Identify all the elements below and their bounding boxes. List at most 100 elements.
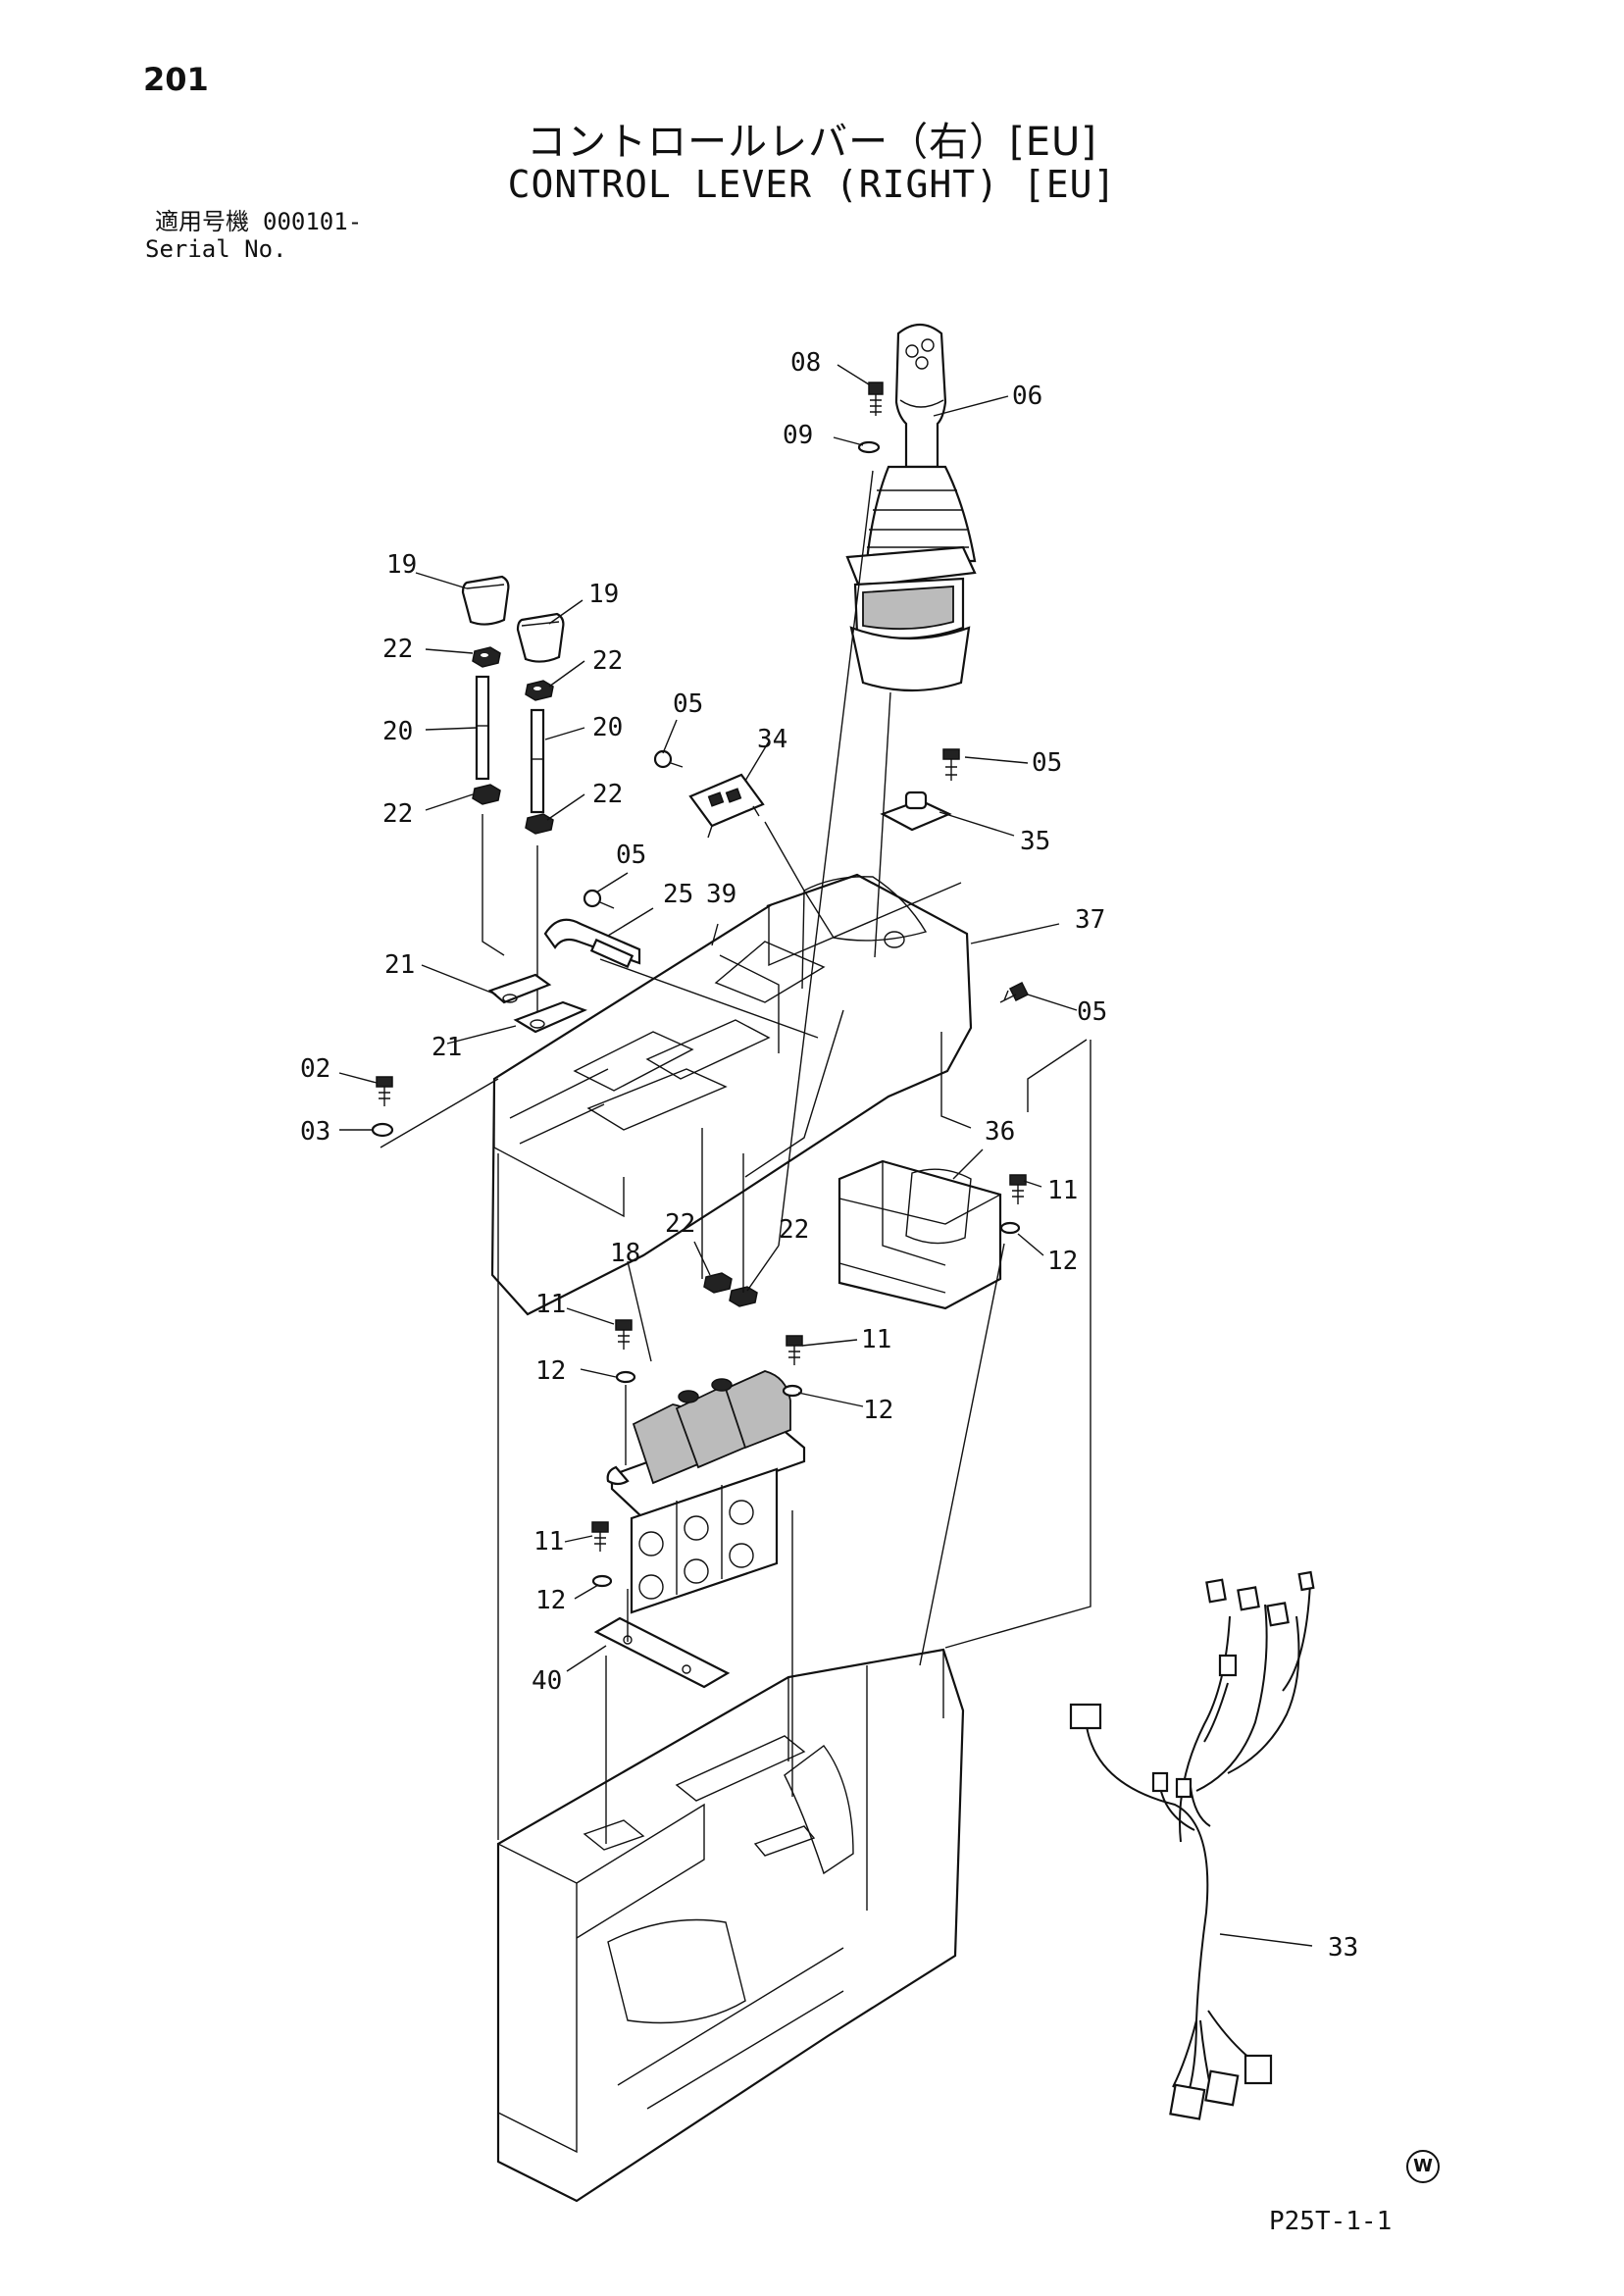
switch-35	[880, 791, 952, 832]
bolt-11-c	[786, 1335, 803, 1365]
callout-19-right: 19	[588, 580, 619, 609]
wire-harness-33	[1069, 1570, 1315, 2120]
nut-22-b	[525, 680, 554, 701]
connector-d	[1297, 1570, 1315, 1592]
connector-i	[1169, 2083, 1206, 2120]
screw-05-d	[999, 981, 1030, 1003]
callout-05-d: 05	[1077, 997, 1107, 1027]
washer-12-d	[591, 1574, 613, 1588]
mount-36	[837, 1159, 1002, 1310]
nut-22-f	[729, 1286, 758, 1307]
washer-09	[857, 440, 881, 454]
page-number: 201	[143, 61, 209, 98]
callout-09: 09	[783, 421, 813, 450]
callout-36: 36	[985, 1117, 1015, 1147]
connector-f	[1069, 1703, 1102, 1730]
callout-25: 25	[663, 880, 693, 909]
callout-08: 08	[790, 348, 821, 378]
callout-18: 18	[610, 1239, 640, 1268]
callout-22-a: 22	[382, 635, 413, 664]
drawing-code: P25T-1-1	[1269, 2207, 1393, 2236]
assembly-lines	[380, 470, 1091, 1844]
screw-05-b	[942, 748, 960, 781]
connector-k	[1243, 2054, 1273, 2085]
serial-value: 000101-	[263, 208, 363, 235]
washer-12-c	[782, 1384, 803, 1398]
callout-20-right: 20	[592, 713, 623, 742]
callout-06: 06	[1012, 382, 1042, 411]
serial-block: 適用号機 000101- Serial No.	[145, 208, 362, 263]
callout-20-left: 20	[382, 717, 413, 746]
nut-22-d	[525, 813, 554, 835]
bracket-21-a	[487, 973, 552, 1004]
base-frame	[496, 1648, 965, 2203]
bracket-21-b	[513, 1000, 587, 1034]
washer-12-b	[615, 1370, 636, 1384]
title-english: CONTROL LEVER (RIGHT) [EU]	[507, 163, 1117, 206]
callout-22-d: 22	[592, 780, 623, 809]
plate-40	[593, 1616, 731, 1689]
rod-20-left	[475, 675, 490, 781]
washer-03	[371, 1122, 394, 1138]
callout-35: 35	[1020, 827, 1050, 856]
nut-22-a	[472, 646, 501, 668]
callout-39: 39	[706, 880, 736, 909]
callout-34: 34	[757, 725, 787, 754]
bolt-02	[376, 1076, 393, 1106]
callout-33: 33	[1328, 1933, 1358, 1963]
bolt-11-b	[615, 1319, 633, 1350]
callout-11-c: 11	[861, 1325, 891, 1354]
bolt-11-d	[591, 1521, 609, 1552]
callout-22-f: 22	[779, 1215, 809, 1245]
screw-05-c	[583, 889, 615, 909]
callout-12-a: 12	[1047, 1247, 1078, 1276]
washer-12-a	[999, 1221, 1021, 1235]
callout-12-d: 12	[535, 1586, 566, 1615]
callout-12-b: 12	[535, 1356, 566, 1386]
callout-labels: 08 06 09 19 19 22 22 20 20 22 22 05 34 0…	[300, 348, 1358, 1963]
callout-40: 40	[532, 1666, 562, 1696]
callout-11-b: 11	[535, 1290, 566, 1319]
connector-g	[1151, 1771, 1169, 1793]
bolt-11-a	[1009, 1174, 1027, 1204]
callout-05-c: 05	[616, 841, 646, 870]
joystick-lever	[845, 323, 977, 692]
nut-22-c	[472, 784, 501, 805]
callout-12-c: 12	[863, 1396, 893, 1425]
rod-20-right	[530, 708, 545, 814]
connector-c	[1266, 1602, 1290, 1627]
connector-b	[1237, 1586, 1260, 1611]
serial-label-jp: 適用号機	[155, 208, 249, 235]
connector-e	[1218, 1654, 1238, 1677]
callout-02: 02	[300, 1054, 330, 1084]
title-japanese: コントロールレバー（右）[EU]	[527, 120, 1097, 165]
callout-21-b: 21	[431, 1033, 462, 1062]
callout-05-a: 05	[673, 689, 703, 719]
callout-37: 37	[1075, 905, 1105, 935]
callout-11-d: 11	[533, 1527, 564, 1556]
screw-05-a	[653, 749, 684, 769]
bolt-08	[868, 382, 884, 416]
connector-j	[1204, 2069, 1240, 2107]
callout-22-b: 22	[592, 646, 623, 676]
w-mark-icon: W	[1406, 2150, 1440, 2183]
callout-03: 03	[300, 1117, 330, 1147]
knob-19-right	[516, 612, 565, 663]
callout-05-b: 05	[1032, 748, 1062, 778]
switch-panel-34	[688, 773, 765, 839]
callout-21-a: 21	[384, 950, 415, 980]
serial-label-en: Serial No.	[145, 235, 287, 263]
callout-22-c: 22	[382, 799, 413, 829]
connector-h	[1175, 1777, 1193, 1799]
nut-22-e	[703, 1272, 733, 1294]
console-cover-37	[490, 873, 973, 1316]
pin-25	[543, 918, 641, 969]
callout-19-left: 19	[386, 550, 417, 580]
leader-lines	[338, 364, 1313, 1947]
knob-19-left	[461, 575, 510, 626]
callout-11-a: 11	[1047, 1176, 1078, 1205]
pilot-valve-18	[606, 1370, 806, 1614]
connector-a	[1205, 1578, 1227, 1604]
callout-22-e: 22	[665, 1209, 695, 1239]
